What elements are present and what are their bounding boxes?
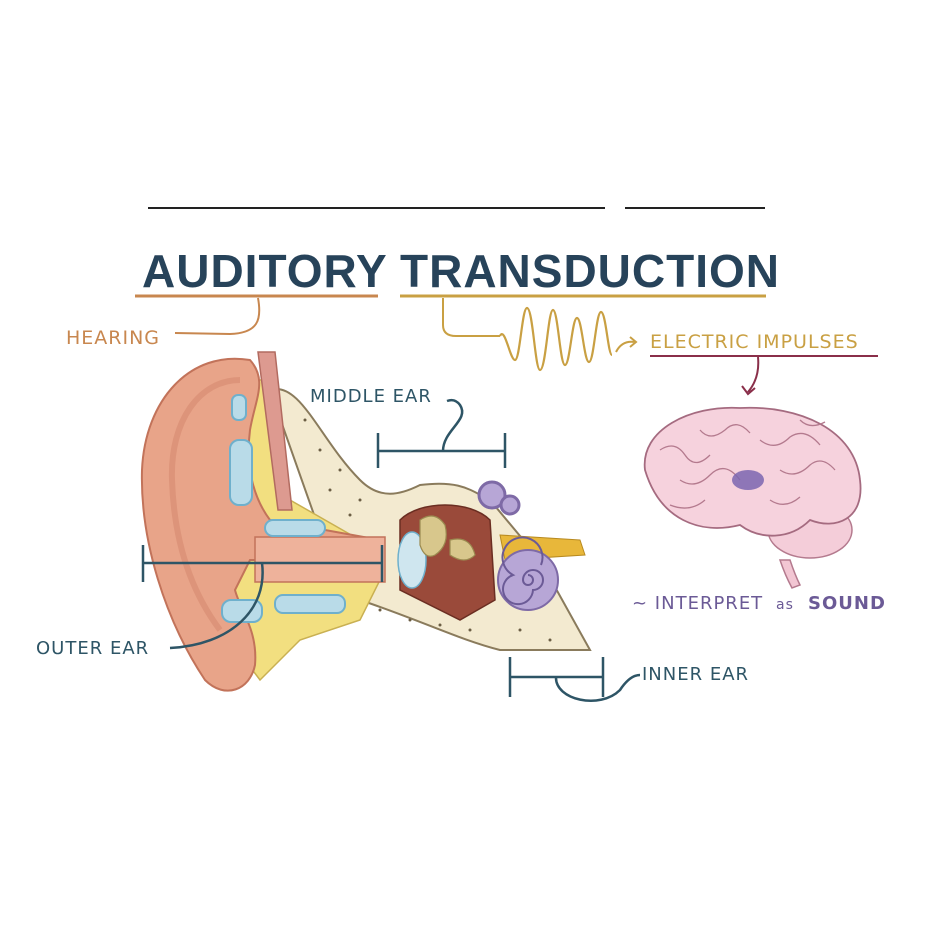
- middle-ear-connector: [441, 398, 464, 452]
- middle-ear-bracket: [376, 433, 507, 468]
- middle-ear-label: MIDDLE EAR: [310, 386, 432, 407]
- arrow-icon: [615, 336, 638, 353]
- outer-ear-label: OUTER EAR: [36, 638, 149, 659]
- inner-ear-connector: [554, 673, 641, 702]
- interpret-as-label: as: [776, 597, 794, 613]
- hearing-connector: [174, 297, 261, 336]
- brain-arrow-icon: [741, 356, 760, 396]
- transduction-connector: [442, 298, 500, 337]
- inner-ear-label: INNER EAR: [642, 664, 749, 685]
- inner-ear-bracket: [508, 657, 605, 697]
- interpret-sound-label: SOUND: [808, 593, 886, 614]
- ear-illustration: [140, 351, 592, 692]
- interpret-label: ~ INTERPRET: [632, 593, 763, 614]
- brain-illustration: [643, 406, 862, 589]
- outer-ear-connector: [169, 562, 264, 650]
- title-transduction: TRANSDUCTION: [400, 245, 780, 297]
- electric-impulses-label: ELECTRIC IMPULSES: [650, 331, 859, 353]
- sound-wave-icon: [499, 306, 614, 372]
- hearing-label: HEARING: [66, 327, 160, 349]
- title-auditory: AUDITORY: [142, 245, 388, 297]
